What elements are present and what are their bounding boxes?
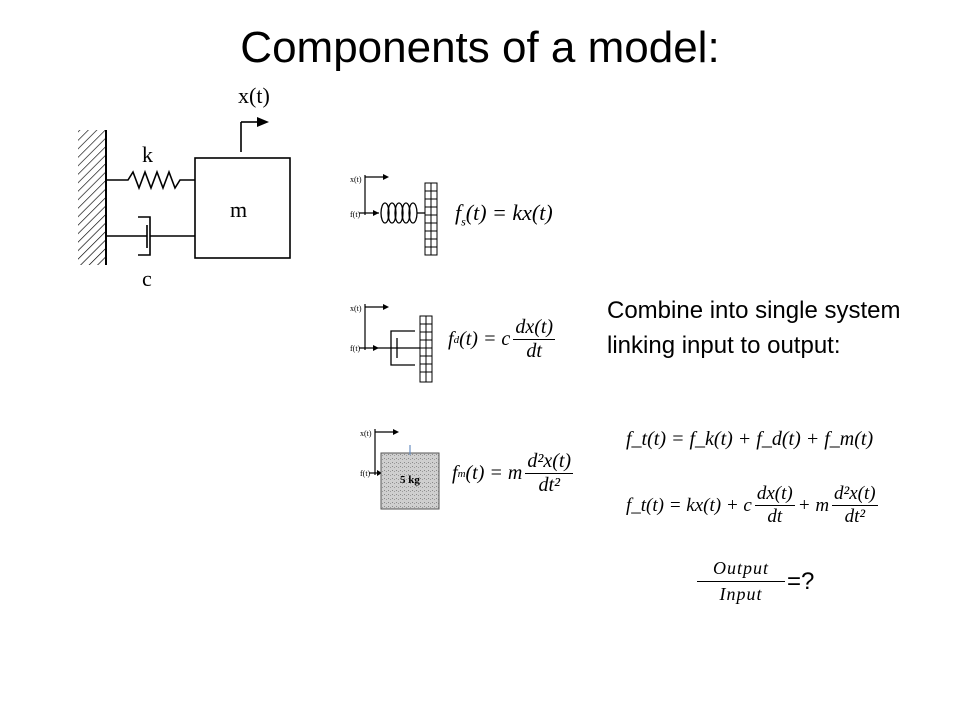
spring-input-label-top: x(t) <box>350 175 362 184</box>
combined-motion-equation: f_t(t) = kx(t) + c dx(t) dt + m d²x(t) d… <box>626 483 878 527</box>
displacement-arrow-icon <box>240 117 269 152</box>
mass-spring-damper-diagram: k c m x(t) <box>78 83 291 291</box>
spring-label: k <box>142 142 153 167</box>
mass-input-label-top: x(t) <box>360 429 372 438</box>
damper-symbol <box>106 216 195 256</box>
transfer-unknown: =? <box>787 567 815 595</box>
mass-block-5kg <box>380 452 440 510</box>
spring-force-equation: fs(t) = kx(t) <box>455 200 553 229</box>
spring-component-diagram: x(t) f(t) <box>350 174 438 256</box>
combine-instruction: Combine into single system linking input… <box>607 297 901 359</box>
mass-block <box>194 157 291 259</box>
displacement-label: x(t) <box>238 83 270 108</box>
mass-component-diagram: x(t) f(t) 5 kg <box>360 429 440 510</box>
transfer-denominator: Input <box>719 584 763 604</box>
mass-label: m <box>230 197 247 222</box>
dashpot-icon <box>379 330 420 366</box>
damper-component-diagram: x(t) f(t) <box>350 304 433 383</box>
mass-input-label-bottom: f(t) <box>360 469 371 478</box>
slide-title: Components of a model: <box>240 23 720 72</box>
ground-block <box>424 182 438 256</box>
combined-force-sum-equation: f_t(t) = f_k(t) + f_d(t) + f_m(t) <box>626 428 874 450</box>
damper-input-label-top: x(t) <box>350 304 362 313</box>
spring-input-label-bottom: f(t) <box>350 210 361 219</box>
transfer-function: Output Input =? <box>697 558 814 605</box>
coil-spring-icon <box>380 202 425 224</box>
damper-input-label-bottom: f(t) <box>350 344 361 353</box>
wall <box>78 130 107 265</box>
mass-block-label: 5 kg <box>400 474 420 486</box>
spring-symbol <box>106 169 195 191</box>
damper-label: c <box>142 266 152 291</box>
ground-block <box>419 315 433 383</box>
transfer-numerator: Output <box>712 558 769 578</box>
